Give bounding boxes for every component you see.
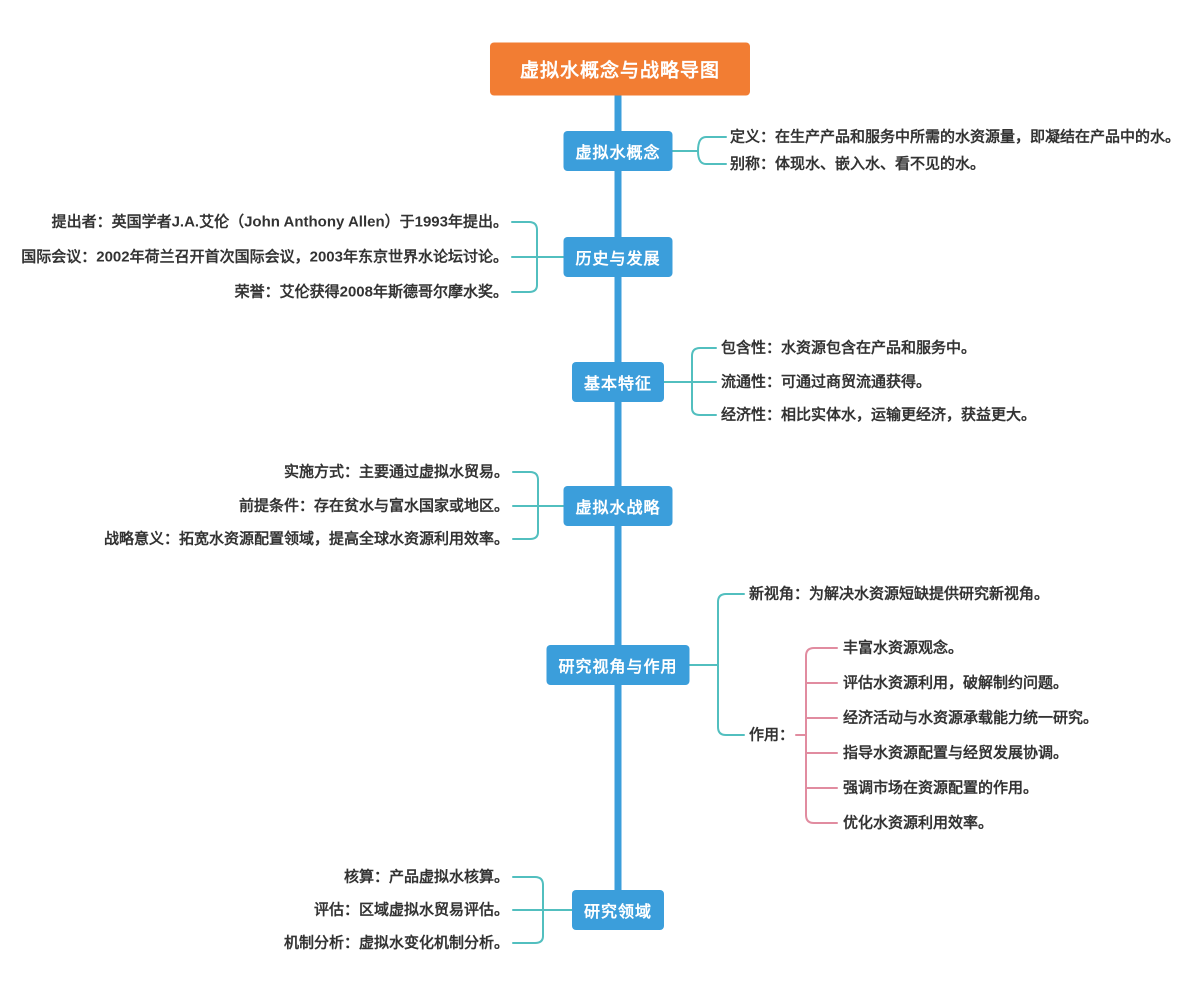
branch-label-accounting[interactable]: 核算：产品虚拟水核算。 — [343, 868, 509, 886]
node-research-perspective-role[interactable]: 研究视角与作用 — [546, 645, 690, 685]
node-virtual-water-concept[interactable]: 虚拟水概念 — [563, 131, 673, 171]
node-virtual-water-strategy[interactable]: 虚拟水战略 — [563, 486, 673, 526]
subbranch-label-guide-allocation[interactable]: 指导水资源配置与经贸发展协调。 — [843, 744, 1069, 762]
node-research-fields[interactable]: 研究领域 — [571, 890, 665, 930]
branch-label-honor[interactable]: 荣誉：艾伦获得2008年斯德哥尔摩水奖。 — [234, 283, 508, 301]
branch-connectors-pink — [795, 647, 838, 824]
branch-label-alias[interactable]: 别称：体现水、嵌入水、看不见的水。 — [730, 155, 986, 173]
branch-label-role[interactable]: 作用： — [749, 726, 795, 744]
subbranch-label-market-role[interactable]: 强调市场在资源配置的作用。 — [843, 779, 1039, 797]
node-basic-features[interactable]: 基本特征 — [571, 362, 665, 402]
branch-label-inclusiveness[interactable]: 包含性：水资源包含在产品和服务中。 — [721, 339, 977, 357]
branch-label-conferences[interactable]: 国际会议：2002年荷兰召开首次国际会议，2003年东京世界水论坛讨论。 — [21, 248, 508, 266]
subbranch-label-enrich-concept[interactable]: 丰富水资源观念。 — [843, 639, 964, 657]
branch-label-definition[interactable]: 定义：在生产产品和服务中所需的水资源量，即凝结在产品中的水。 — [730, 128, 1181, 146]
branch-label-economy[interactable]: 经济性：相比实体水，运输更经济，获益更大。 — [721, 406, 1037, 424]
subbranch-label-unified-research[interactable]: 经济活动与水资源承载能力统一研究。 — [843, 709, 1099, 727]
branch-label-assessment[interactable]: 评估：区域虚拟水贸易评估。 — [313, 901, 509, 919]
branch-label-implementation[interactable]: 实施方式：主要通过虚拟水贸易。 — [283, 463, 509, 481]
subbranch-label-optimize-efficiency[interactable]: 优化水资源利用效率。 — [843, 814, 994, 832]
branch-label-precondition[interactable]: 前提条件：存在贫水与富水国家或地区。 — [238, 497, 509, 515]
node-history-development[interactable]: 历史与发展 — [563, 237, 673, 277]
branch-label-strategic-significance[interactable]: 战略意义：拓宽水资源配置领域，提高全球水资源利用效率。 — [103, 530, 509, 548]
root-node[interactable]: 虚拟水概念与战略导图 — [489, 42, 751, 96]
branch-label-new-perspective[interactable]: 新视角：为解决水资源短缺提供研究新视角。 — [749, 585, 1050, 603]
subbranch-label-evaluate-utilization[interactable]: 评估水资源利用，破解制约问题。 — [843, 674, 1069, 692]
branch-label-proposer[interactable]: 提出者：英国学者J.A.艾伦（John Anthony Allen）于1993年… — [51, 213, 508, 231]
branch-label-mechanism-analysis[interactable]: 机制分析：虚拟水变化机制分析。 — [283, 934, 509, 952]
branch-label-circulation[interactable]: 流通性：可通过商贸流通获得。 — [721, 373, 932, 391]
